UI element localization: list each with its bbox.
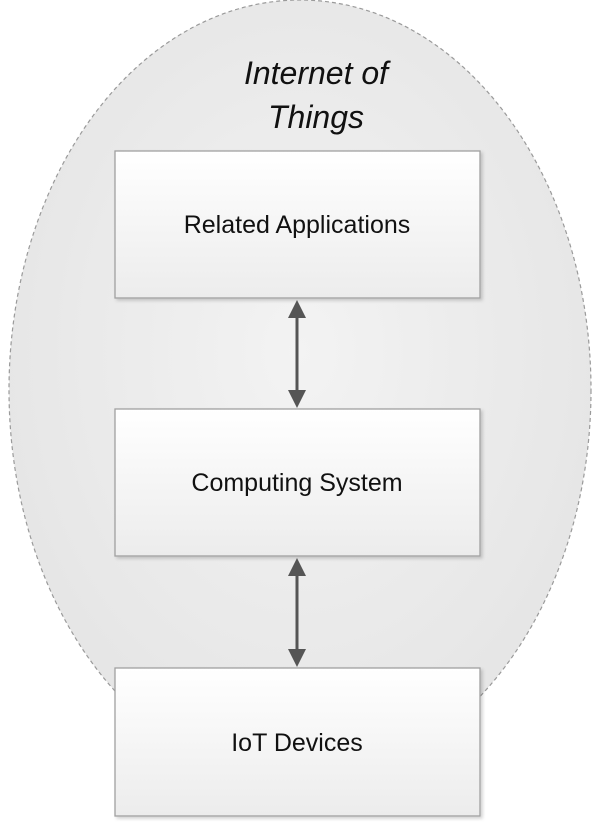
related-applications-box: Related Applications (114, 150, 481, 299)
computing-system-box: Computing System (114, 408, 481, 557)
diagram-title-line2: Things (268, 99, 364, 135)
arrow-computing-devices (288, 558, 306, 667)
diagram-title-line1: Internet of (244, 55, 391, 91)
computing-system-label: Computing System (191, 469, 402, 497)
iot-devices-box: IoT Devices (114, 667, 481, 817)
iot-devices-label: IoT Devices (231, 729, 363, 757)
arrow-applications-computing (288, 300, 306, 408)
related-applications-label: Related Applications (184, 211, 411, 239)
